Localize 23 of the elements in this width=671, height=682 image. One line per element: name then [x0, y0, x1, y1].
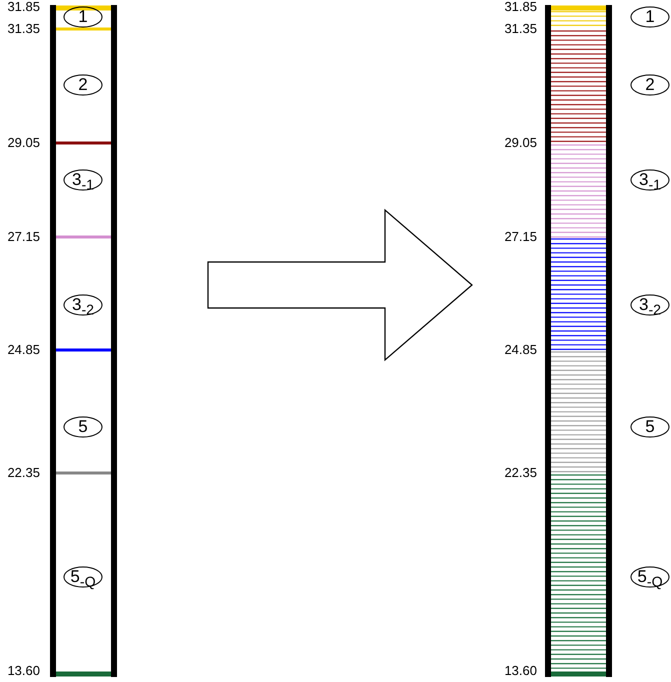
elevation-label: 31.35 [503, 22, 537, 36]
layer-number: 1 [630, 6, 670, 28]
elevation-label: 27.15 [6, 230, 40, 244]
elevation-label: 22.35 [503, 466, 537, 480]
layer-number: 2 [63, 74, 103, 96]
elevation-label: 22.35 [6, 466, 40, 480]
block-arrow [207, 208, 473, 362]
layer-number: 1 [63, 6, 103, 28]
soil-column [50, 5, 117, 677]
elevation-label: 13.60 [6, 664, 40, 678]
elevation-label: 29.05 [6, 136, 40, 150]
elevation-label: 13.60 [503, 664, 537, 678]
layer-number: 5 [630, 416, 670, 438]
layer-number: 5 [63, 416, 103, 438]
elevation-label: 31.85 [503, 0, 537, 14]
soil-column [545, 5, 612, 677]
elevation-label: 31.85 [6, 0, 40, 14]
layer-number: 2 [630, 74, 670, 96]
elevation-label: 29.05 [503, 136, 537, 150]
elevation-label: 31.35 [6, 22, 40, 36]
elevation-label: 24.85 [6, 343, 40, 357]
elevation-label: 24.85 [503, 343, 537, 357]
elevation-label: 27.15 [503, 230, 537, 244]
